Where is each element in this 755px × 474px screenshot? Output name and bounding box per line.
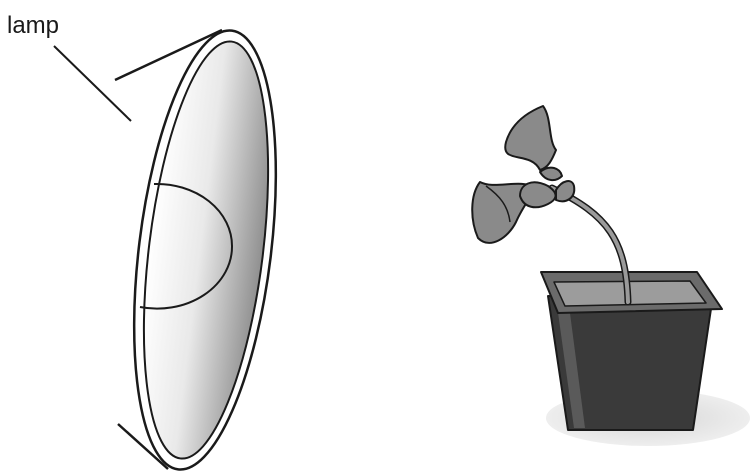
lamp xyxy=(113,23,298,474)
lamp-label: lamp xyxy=(7,12,59,39)
plant-leaf-top xyxy=(505,106,556,170)
plant-leaf-small xyxy=(540,168,562,180)
lamp-reflector xyxy=(124,35,288,466)
potted-plant xyxy=(472,106,750,446)
plant-leaf-right xyxy=(556,181,574,201)
lamp-leader-line xyxy=(54,46,131,121)
